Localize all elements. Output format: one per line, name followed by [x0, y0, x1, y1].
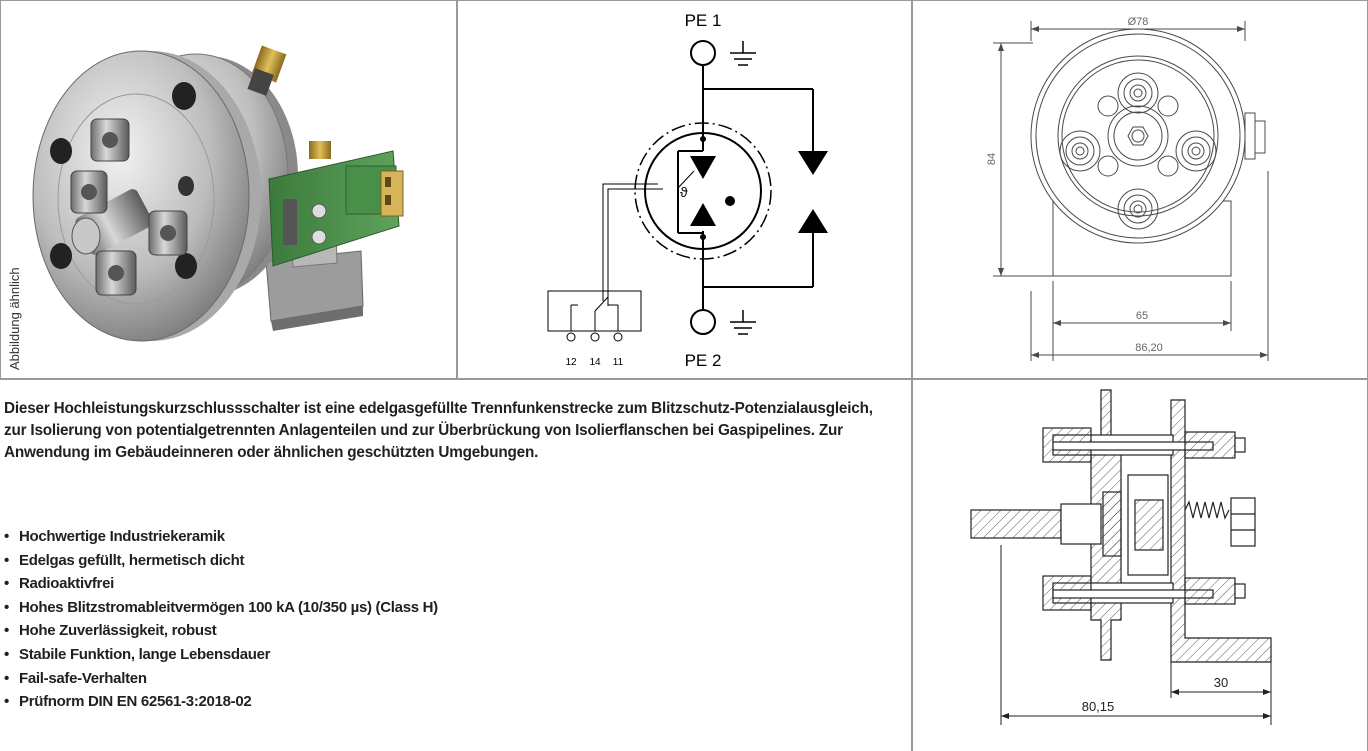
- feature-item: Edelgas gefüllt, hermetisch dicht: [4, 549, 438, 573]
- pe1-terminal: [690, 40, 716, 66]
- circuit-schematic: PE 1 PE 2 ϑ 12 14 11: [547, 11, 828, 370]
- feature-item: Prüfnorm DIN EN 62561-3:2018-02: [4, 690, 438, 714]
- grid-left: [0, 0, 1, 380]
- section-view-cell: 30 80,15: [913, 380, 1367, 751]
- base-width-dimension: 65: [1136, 310, 1148, 322]
- photo-caption: Abbildung ähnlich: [7, 267, 22, 370]
- grid-top: [0, 0, 1368, 1]
- pe2-label: PE 2: [685, 351, 722, 370]
- height-dimension: 84: [986, 153, 998, 165]
- product-photo: [32, 45, 404, 342]
- feature-item: Hohes Blitzstromableitvermögen 100 kA (1…: [4, 596, 438, 620]
- grid-col-divider-1: [456, 0, 458, 380]
- feature-item: Radioaktivfrei: [4, 572, 438, 596]
- feature-item: Fail-safe-Verhalten: [4, 667, 438, 691]
- terminal-14: 14: [589, 357, 601, 368]
- section-dim-80-15: 80,15: [1082, 699, 1115, 714]
- grid-row-divider: [0, 378, 1368, 380]
- front-view-drawing: Ø78 84 65 86,20: [986, 16, 1269, 361]
- diameter-dimension: Ø78: [1128, 16, 1149, 28]
- feature-item: Hohe Zuverlässigkeit, robust: [4, 619, 438, 643]
- schematic-cell: PE 1 PE 2 ϑ 12 14 11: [458, 1, 911, 378]
- grid-col-divider-2: [911, 0, 913, 751]
- terminal-11: 11: [613, 357, 624, 368]
- section-view-drawing: 30 80,15: [970, 389, 1272, 725]
- total-width-dimension: 86,20: [1135, 342, 1163, 354]
- pe1-label: PE 1: [685, 11, 722, 30]
- feature-list: Hochwertige Industriekeramik Edelgas gef…: [4, 525, 438, 714]
- feature-item: Hochwertige Industriekeramik: [4, 525, 438, 549]
- section-dim-30: 30: [1214, 675, 1228, 690]
- product-description: Dieser Hochleistungskurzschlussschalter …: [4, 400, 873, 461]
- pe2-terminal: [690, 309, 716, 335]
- product-photo-cell: Abbildung ähnlich: [1, 1, 456, 378]
- theta-label: ϑ: [680, 184, 688, 200]
- front-view-cell: Ø78 84 65 86,20: [913, 1, 1367, 378]
- feature-item: Stabile Funktion, lange Lebensdauer: [4, 643, 438, 667]
- terminal-12: 12: [565, 357, 577, 368]
